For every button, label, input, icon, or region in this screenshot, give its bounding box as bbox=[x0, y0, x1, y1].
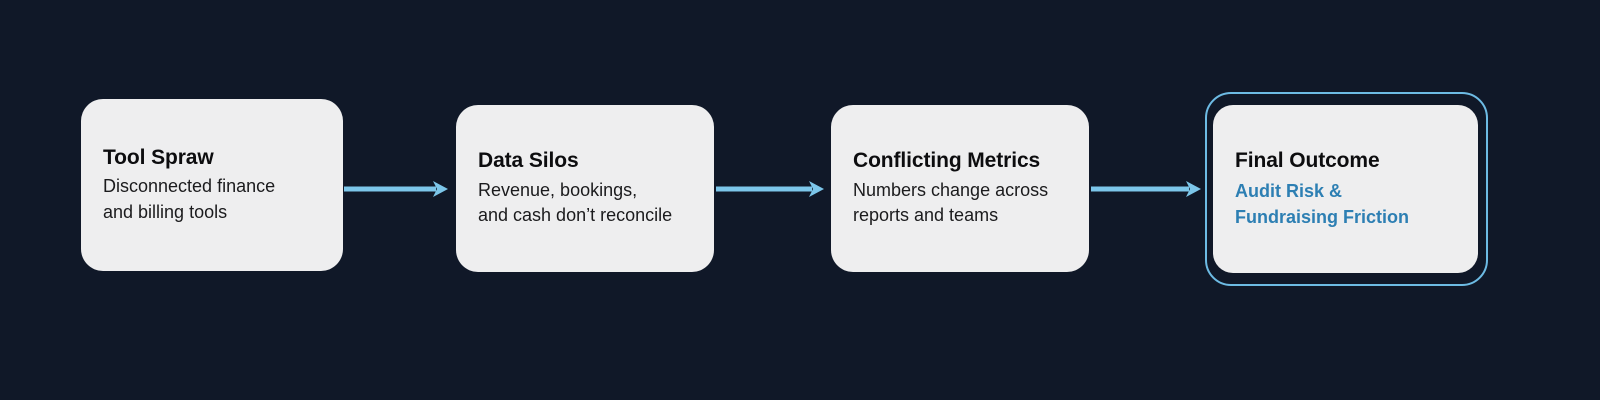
flow-node-accent-text: Audit Risk & Fundraising Friction bbox=[1235, 180, 1409, 227]
flow-node-description: Disconnected finance and billing tools bbox=[103, 176, 276, 222]
flow-node-tool-sprawl[interactable]: Tool Spraw Disconnected finance and bill… bbox=[81, 99, 343, 271]
flow-node-title: Conflicting Metrics bbox=[853, 149, 1041, 173]
arrow-right-icon bbox=[716, 181, 824, 197]
arrow-right-icon bbox=[1091, 181, 1201, 197]
flow-node-conflicting-metrics[interactable]: Conflicting Metrics Numbers change acros… bbox=[831, 105, 1089, 272]
flow-node-content: Tool Spraw Disconnected finance and bill… bbox=[81, 145, 343, 226]
flow-node-description: Numbers change across reports and teams bbox=[853, 179, 1049, 226]
flow-node-final-outcome[interactable]: Final Outcome Audit Risk & Fundraising F… bbox=[1213, 105, 1478, 273]
flow-node-title: Tool Spraw bbox=[103, 145, 214, 169]
flow-node-content: Conflicting Metrics Numbers change acros… bbox=[831, 148, 1089, 229]
flow-node-highlight-ring bbox=[1205, 92, 1488, 286]
flow-node-data-silos[interactable]: Data Silos Revenue, bookings, and cash d… bbox=[456, 105, 714, 272]
flow-node-content: Final Outcome Audit Risk & Fundraising F… bbox=[1213, 148, 1478, 230]
flow-node-title: Data Silos bbox=[478, 149, 579, 173]
flow-connector-2 bbox=[716, 178, 826, 200]
flow-connector-3 bbox=[1091, 178, 1203, 200]
flow-node-title: Final Outcome bbox=[1235, 148, 1380, 172]
flow-connector-1 bbox=[344, 178, 450, 200]
flow-node-description: Revenue, bookings, and cash don’t reconc… bbox=[478, 179, 673, 226]
arrow-right-icon bbox=[344, 181, 448, 197]
flow-node-content: Data Silos Revenue, bookings, and cash d… bbox=[456, 148, 714, 229]
